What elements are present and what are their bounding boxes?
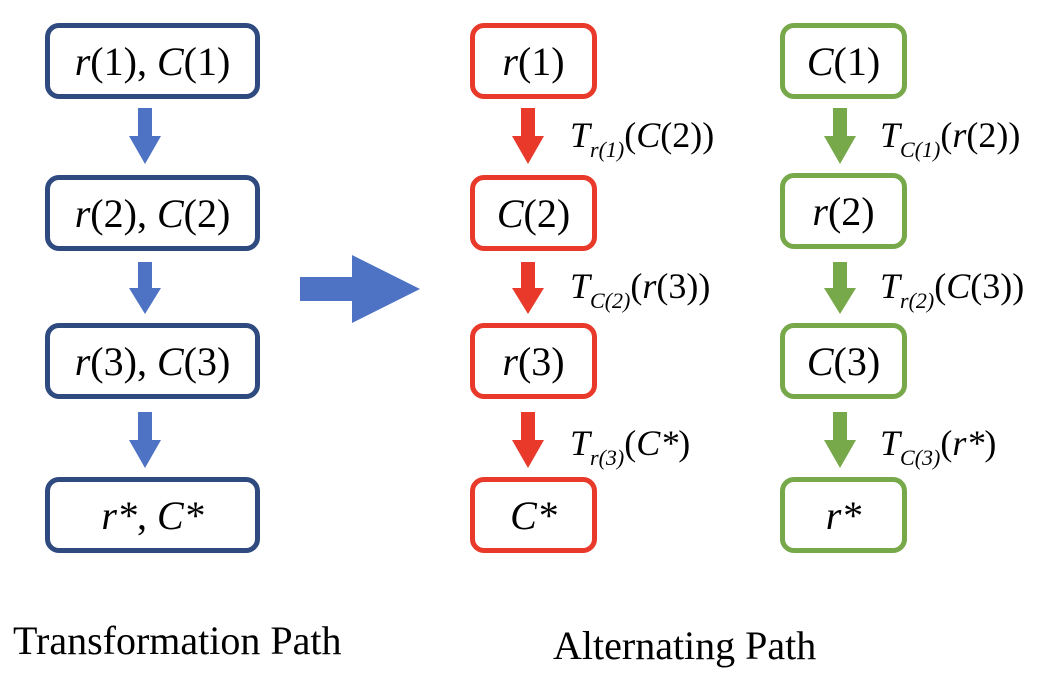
index: (3) [183,338,231,384]
variable-r: r [74,190,91,236]
index: (1) [517,38,565,84]
down-arrow-icon [129,412,161,468]
variable-r: r [74,38,91,84]
operator-subscript: C(3) [900,445,941,470]
green-transform-label-3: TC(3)(r*) [880,425,996,469]
down-arrow-icon [824,108,856,164]
alternating-red-box-1: r(1) [470,23,597,99]
down-arrow-icon [512,108,544,164]
variable: C [496,190,524,236]
green-transform-label-1: TC(1)(r(2)) [880,117,1020,161]
index: (2) [183,190,231,236]
down-arrow-icon [824,262,856,314]
paren: ) [702,115,715,155]
variable-c-star: C* [156,492,204,538]
alternating-path-caption: Alternating Path [553,623,817,668]
variable: C [636,115,661,155]
operator-subscript: r(3) [590,445,625,470]
variable: r [502,338,518,384]
down-arrow-icon [512,412,544,468]
paren: ( [934,266,947,306]
operator-subscript: r(2) [900,288,935,313]
alternating-green-box-final: r* [780,477,907,553]
variable: C [806,338,834,384]
down-arrow-icon [512,262,544,314]
variable-c: C [156,38,184,84]
index: (1) [833,38,881,84]
red-transform-label-3: Tr(3)(C*) [570,425,690,469]
variable-c: C [156,190,184,236]
index: (3) [833,338,881,384]
paren: ) [698,266,711,306]
variable: C [946,266,971,306]
index: (2) [90,190,137,236]
transformation-path-caption: Transformation Path [13,618,342,663]
index: (2) [660,115,703,155]
variable: r [812,188,828,234]
variable: r [642,266,657,306]
variable-c: C [156,338,184,384]
separator: , [136,492,157,538]
operator-t: T [880,115,901,155]
transformation-box-2: r(2), C(2) [45,175,260,251]
paren: ) [678,423,691,463]
alternating-green-box-3: C(3) [780,323,907,399]
variable: r [952,115,967,155]
red-transform-label-1: Tr(1)(C(2)) [570,117,714,161]
operator-t: T [570,115,591,155]
operator-subscript: C(2) [590,288,631,313]
red-transform-label-2: TC(2)(r(3)) [570,268,710,312]
operator-t: T [570,266,591,306]
variable: r* [825,492,862,538]
index: (1) [183,38,231,84]
variable: r* [952,423,985,463]
index: (3) [970,266,1013,306]
variable: C [806,38,834,84]
operator-subscript: C(1) [900,137,941,162]
right-arrow-icon [300,255,420,323]
variable: C* [510,492,557,538]
paren: ) [984,423,997,463]
paren: ) [1012,266,1025,306]
index: (3) [90,338,137,384]
operator-subscript: r(1) [590,137,625,162]
separator: , [136,190,157,236]
alternating-red-box-2: C(2) [470,175,597,251]
paren: ( [624,423,637,463]
separator: , [136,38,157,84]
variable-r-star: r* [101,492,137,538]
alternating-red-box-3: r(3) [470,323,597,399]
index: (3) [656,266,699,306]
variable: C* [636,423,679,463]
down-arrow-icon [824,412,856,468]
transformation-box-final: r*, C* [45,477,260,553]
index: (1) [90,38,137,84]
paren: ( [940,115,953,155]
alternating-green-box-1: C(1) [780,23,907,99]
variable: r [502,38,518,84]
index: (2) [966,115,1009,155]
green-transform-label-2: Tr(2)(C(3)) [880,268,1024,312]
transformation-box-3: r(3), C(3) [45,323,260,399]
paren: ( [630,266,643,306]
variable-r: r [74,338,91,384]
alternating-green-box-2: r(2) [780,173,907,249]
separator: , [136,338,157,384]
operator-t: T [880,423,901,463]
operator-t: T [880,266,901,306]
alternating-red-box-final: C* [470,477,597,553]
index: (2) [523,190,571,236]
transformation-box-1: r(1), C(1) [45,23,260,99]
paren: ( [624,115,637,155]
down-arrow-icon [129,108,161,164]
down-arrow-icon [129,262,161,314]
paren: ) [1008,115,1021,155]
index: (3) [517,338,565,384]
operator-t: T [570,423,591,463]
index: (2) [827,188,875,234]
paren: ( [940,423,953,463]
